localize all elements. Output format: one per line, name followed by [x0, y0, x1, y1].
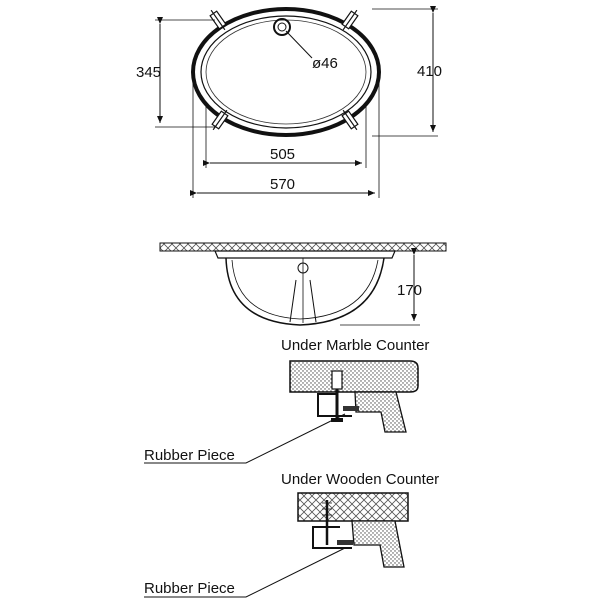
countertop-section: [159, 242, 447, 252]
drain-diameter-label: ø46: [312, 55, 338, 72]
rubber-piece-callout-wooden: Rubber Piece: [144, 580, 235, 597]
top-view: ø46 345 410 505 570: [136, 6, 442, 198]
basin-bowl: [205, 19, 367, 125]
detail-wooden-title: Under Wooden Counter: [281, 471, 439, 488]
dim-570-label: 570: [270, 176, 295, 193]
detail-wooden: Under Wooden Counter Rubber Piece: [144, 471, 439, 598]
side-view: 170: [159, 242, 447, 326]
basin-rim-inner: [200, 15, 372, 129]
rubber-piece-wooden: [337, 540, 353, 545]
dim-170-label: 170: [397, 282, 422, 299]
wooden-slab: [297, 492, 409, 522]
detail-marble-title: Under Marble Counter: [281, 337, 429, 354]
overflow-hole: [273, 18, 291, 36]
basin-bowl-profile: [225, 257, 385, 326]
detail-marble: Under Marble Counter Rubber Piece: [144, 337, 429, 464]
mounting-clips: [209, 9, 359, 131]
dim-410-label: 410: [417, 63, 442, 80]
rubber-piece-callout-marble: Rubber Piece: [144, 447, 235, 464]
dim-505-label: 505: [270, 146, 295, 163]
dim-345-label: 345: [136, 64, 161, 81]
rubber-piece-marble: [343, 406, 359, 411]
marble-slab: [289, 360, 419, 393]
